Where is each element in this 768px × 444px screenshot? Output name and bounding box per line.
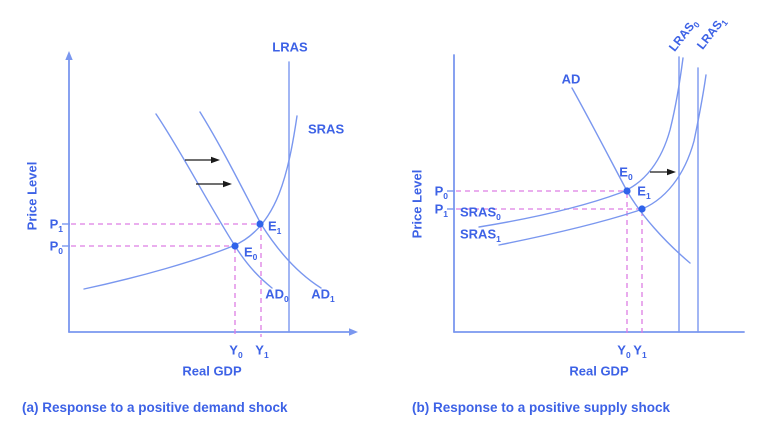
caption-a: (a) Response to a positive demand shock: [22, 400, 288, 415]
caption-b: (b) Response to a positive supply shock: [412, 400, 671, 415]
sras0-label: SRAS0: [460, 204, 501, 223]
sras1-curve: [498, 74, 707, 246]
ad0-curve: [155, 113, 273, 289]
ad0-label: AD0: [265, 286, 289, 305]
x-axis-label-a: Real GDP: [182, 363, 242, 379]
ad1-label: AD1: [311, 286, 335, 305]
e1-label-b: E1: [637, 183, 651, 202]
x-axis-arrowhead-a: [349, 328, 358, 336]
x-axis-label-b: Real GDP: [569, 363, 629, 379]
y1-label-a: Y1: [255, 342, 269, 361]
p1-label-b: P1: [434, 201, 448, 220]
e0-label-b: E0: [619, 164, 633, 183]
p0-label-b: P0: [434, 183, 448, 202]
shift-arrow-bottom-head-a: [223, 180, 232, 188]
y1-label-b: Y1: [633, 342, 647, 361]
y-axis-label-text-b: Price Level: [409, 169, 425, 239]
e0-point-b: [623, 187, 631, 195]
p1-label-a: P1: [49, 216, 63, 235]
sras-label-a: SRAS: [308, 121, 345, 137]
y0-label-a: Y0: [229, 342, 243, 361]
sras1-label: SRAS1: [460, 226, 501, 245]
y-axis-arrowhead-a: [65, 51, 73, 60]
shift-arrow-head-b: [667, 168, 676, 176]
y-axis-label-a: Price Level: [24, 161, 40, 231]
shift-arrow-top-head-a: [211, 156, 220, 164]
e1-point-a: [256, 220, 264, 228]
lras-label-a: LRAS: [272, 39, 308, 55]
ad-label-b: AD: [561, 71, 581, 87]
e1-point-b: [638, 205, 646, 213]
sras-curve-a: [83, 115, 298, 290]
sras0-curve: [478, 57, 684, 228]
panel-b-plot: [447, 54, 745, 337]
y0-label-b: Y0: [617, 342, 631, 361]
y-axis-label-b: Price Level: [409, 169, 425, 239]
panel-a-plot: [62, 51, 358, 337]
e1-label-a: E1: [268, 218, 282, 237]
y-axis-label-text-a: Price Level: [24, 161, 40, 231]
ad1-curve: [199, 111, 322, 289]
e0-point-a: [231, 242, 239, 250]
p0-label-a: P0: [49, 238, 63, 257]
e0-label-a: E0: [244, 244, 258, 263]
